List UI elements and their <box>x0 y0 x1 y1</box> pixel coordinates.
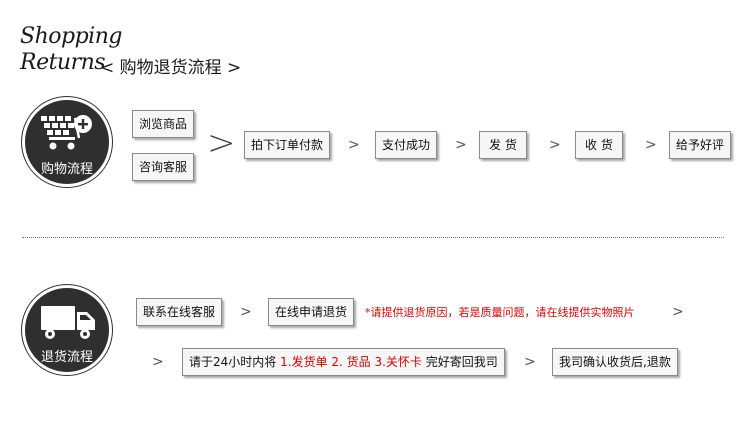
arrow: > <box>455 137 467 153</box>
step-browse-products: 浏览商品 <box>132 110 195 138</box>
section-divider <box>22 237 724 238</box>
page-subtitle: < 购物退货流程 > <box>100 58 242 78</box>
step-mail-back: 请于24小时内将 1.发货单 2. 货品 3.关怀卡 完好寄回我司 <box>182 348 505 376</box>
step-good-review: 给予好评 <box>669 131 732 159</box>
truck-icon <box>41 306 95 339</box>
step-refund: 我司确认收货后,退款 <box>552 348 678 376</box>
big-arrow: > <box>207 123 236 163</box>
step-contact-service: 联系在线客服 <box>136 298 223 326</box>
step-apply-return: 在线申请退货 <box>268 298 355 326</box>
purchase-flow-label: 购物流程 <box>40 162 93 177</box>
step-payment-success: 支付成功 <box>375 131 438 159</box>
arrow: > <box>348 137 360 153</box>
arrow: > <box>240 304 252 320</box>
arrow: > <box>645 137 657 153</box>
arrow: > <box>549 137 561 153</box>
arrow: > <box>524 354 536 370</box>
step-receive: 收 货 <box>575 131 623 159</box>
step-consult-service: 咨询客服 <box>132 153 195 181</box>
mail-back-item-goods: 2. 货品 3.关怀卡 <box>331 355 422 369</box>
arrow: > <box>672 304 684 320</box>
step-place-order: 拍下订单付款 <box>244 131 331 159</box>
title-shopping: Shopping <box>20 24 122 49</box>
step-ship: 发 货 <box>479 131 527 159</box>
title-returns: Returns <box>20 50 106 75</box>
returns-flow-badge: 退货流程 <box>22 285 112 375</box>
arrow: > <box>152 354 164 370</box>
mail-back-item-invoice: 1.发货单 <box>280 355 328 369</box>
mail-back-prefix: 请于24小时内将 <box>189 355 277 369</box>
mail-back-suffix: 完好寄回我司 <box>425 355 498 369</box>
return-note: *请提供退货原因，若是质量问题，请在线提供实物照片 <box>365 306 635 319</box>
purchase-flow-badge: 购物流程 <box>22 97 112 187</box>
shopping-cart-icon <box>41 115 92 150</box>
returns-flow-label: 退货流程 <box>40 350 93 365</box>
